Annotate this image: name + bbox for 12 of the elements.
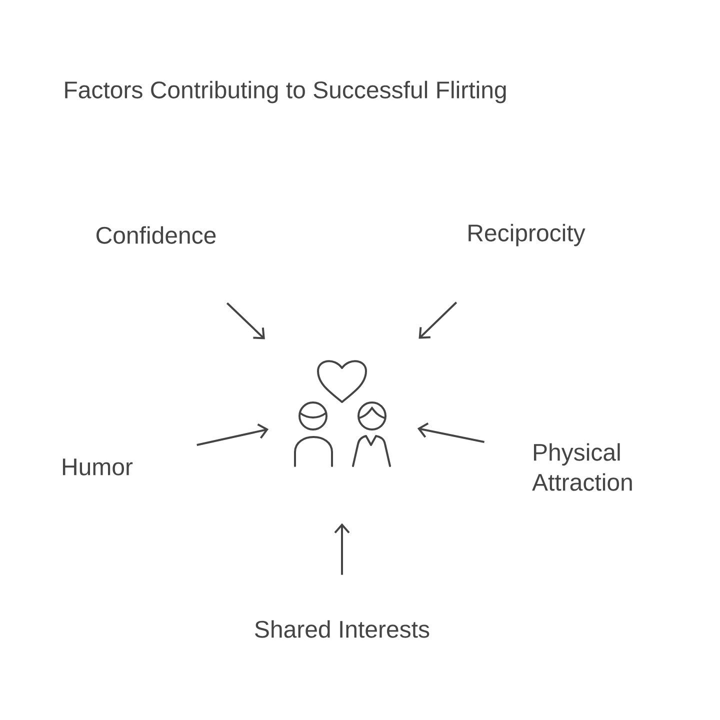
factor-label: Reciprocity — [468, 224, 586, 246]
arrow — [196, 424, 269, 446]
factor-label: Shared Interests — [255, 620, 430, 638]
factor-label: Confidence — [96, 226, 216, 244]
arrow — [418, 302, 458, 339]
arrow — [226, 302, 265, 340]
arrow — [334, 523, 350, 575]
arrow — [417, 422, 484, 443]
title: Factors Contributing to Successful Flirting — [65, 80, 506, 104]
factor-label: Humor — [62, 458, 133, 476]
factor-label: Physical Attraction — [532, 443, 632, 491]
couple-icon — [294, 360, 391, 467]
